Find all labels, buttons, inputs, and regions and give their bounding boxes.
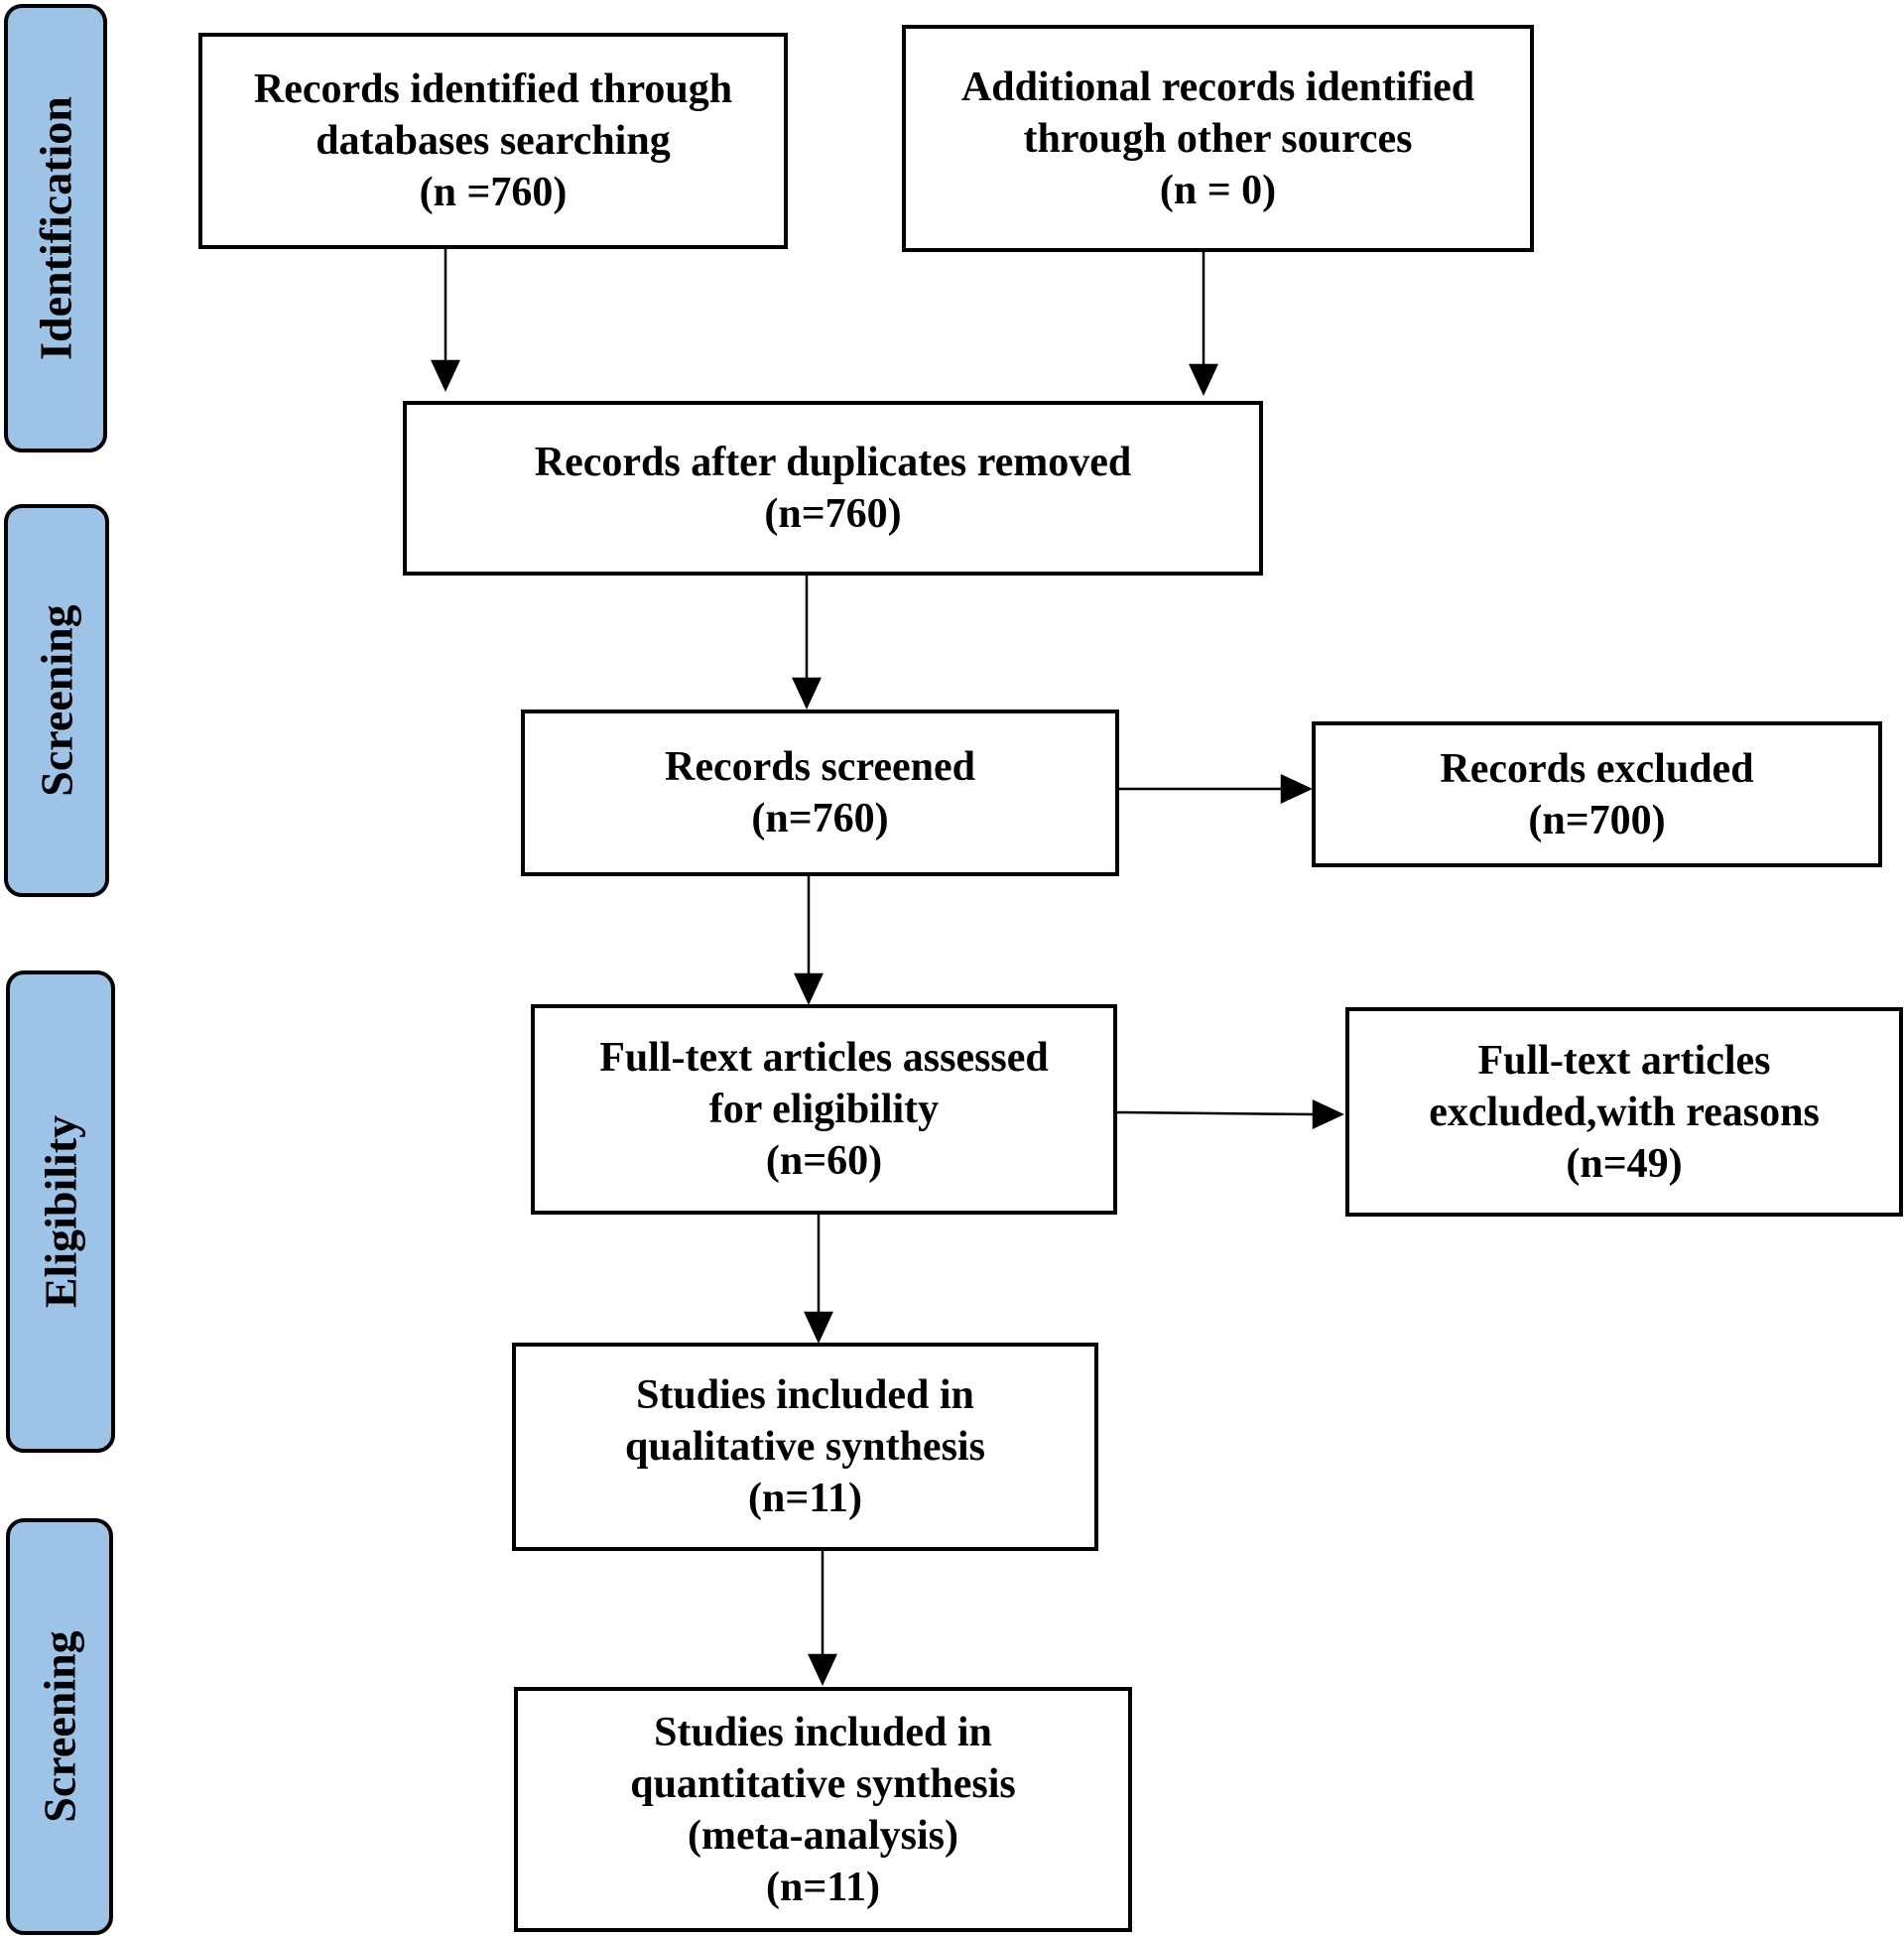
box-line: (n=700) [1528, 797, 1666, 843]
box-line: (n=60) [765, 1138, 883, 1184]
box-line: (n=760) [751, 796, 889, 841]
box-line: Full-text articles assessed [599, 1035, 1049, 1081]
arrow-fulltext-to-excluded [1116, 1110, 1317, 1116]
box-line: qualitative synthesis [625, 1424, 985, 1470]
arrowhead-icon [804, 1311, 833, 1344]
box-line: through other sources [1023, 115, 1413, 162]
arrowhead-icon [794, 972, 824, 1005]
box-line: databases searching [316, 118, 671, 164]
box-records-after-duplicates: Records after duplicates removed (n=760) [403, 401, 1263, 576]
box-line: Records excluded [1440, 745, 1754, 792]
box-line: Records screened [665, 744, 975, 790]
box-records-excluded: Records excluded (n=700) [1312, 721, 1882, 867]
stage-screening-2: Screening [6, 1518, 113, 1935]
box-line: (n=760) [764, 491, 902, 537]
box-qualitative-synthesis: Studies included in qualitative synthesi… [512, 1343, 1098, 1551]
box-quantitative-synthesis: Studies included in quantitative synthes… [514, 1687, 1132, 1932]
box-line: quantitative synthesis [630, 1760, 1016, 1807]
box-line: for eligibility [708, 1087, 940, 1132]
box-line: (n=49) [1566, 1140, 1683, 1187]
stage-eligibility: Eligibility [6, 970, 115, 1453]
stage-identification: Identification [4, 4, 107, 452]
box-line: Studies included in [654, 1709, 992, 1755]
box-line: Records after duplicates removed [534, 440, 1132, 485]
box-fulltext-excluded: Full-text articles excluded,with reasons… [1345, 1007, 1903, 1217]
box-line: Additional records identified [960, 64, 1475, 110]
arrowhead-icon [792, 677, 822, 710]
box-records-screened: Records screened (n=760) [521, 710, 1119, 876]
arrowhead-icon [808, 1653, 837, 1686]
box-line: (n=11) [748, 1476, 862, 1521]
box-additional-records-other-sources: Additional records identified through ot… [902, 25, 1534, 252]
arrowhead-icon [1189, 363, 1218, 396]
arrowhead-icon [431, 359, 460, 392]
box-line: (n =760) [419, 170, 568, 215]
stage-screening: Screening [4, 504, 109, 897]
box-line: Full-text articles [1477, 1037, 1771, 1084]
box-line: (n=11) [766, 1864, 880, 1910]
box-line: Studies included in [636, 1372, 974, 1418]
box-line: excluded,with reasons [1429, 1089, 1820, 1135]
box-records-identified-databases: Records identified through databases sea… [198, 33, 788, 249]
arrowhead-icon [1312, 1099, 1344, 1129]
box-line: (n = 0) [1159, 167, 1277, 213]
box-line: Records identified through [253, 66, 733, 112]
arrowhead-icon [1280, 774, 1313, 804]
box-fulltext-assessed: Full-text articles assessed for eligibil… [531, 1004, 1117, 1215]
box-line: (meta-analysis) [688, 1812, 958, 1859]
